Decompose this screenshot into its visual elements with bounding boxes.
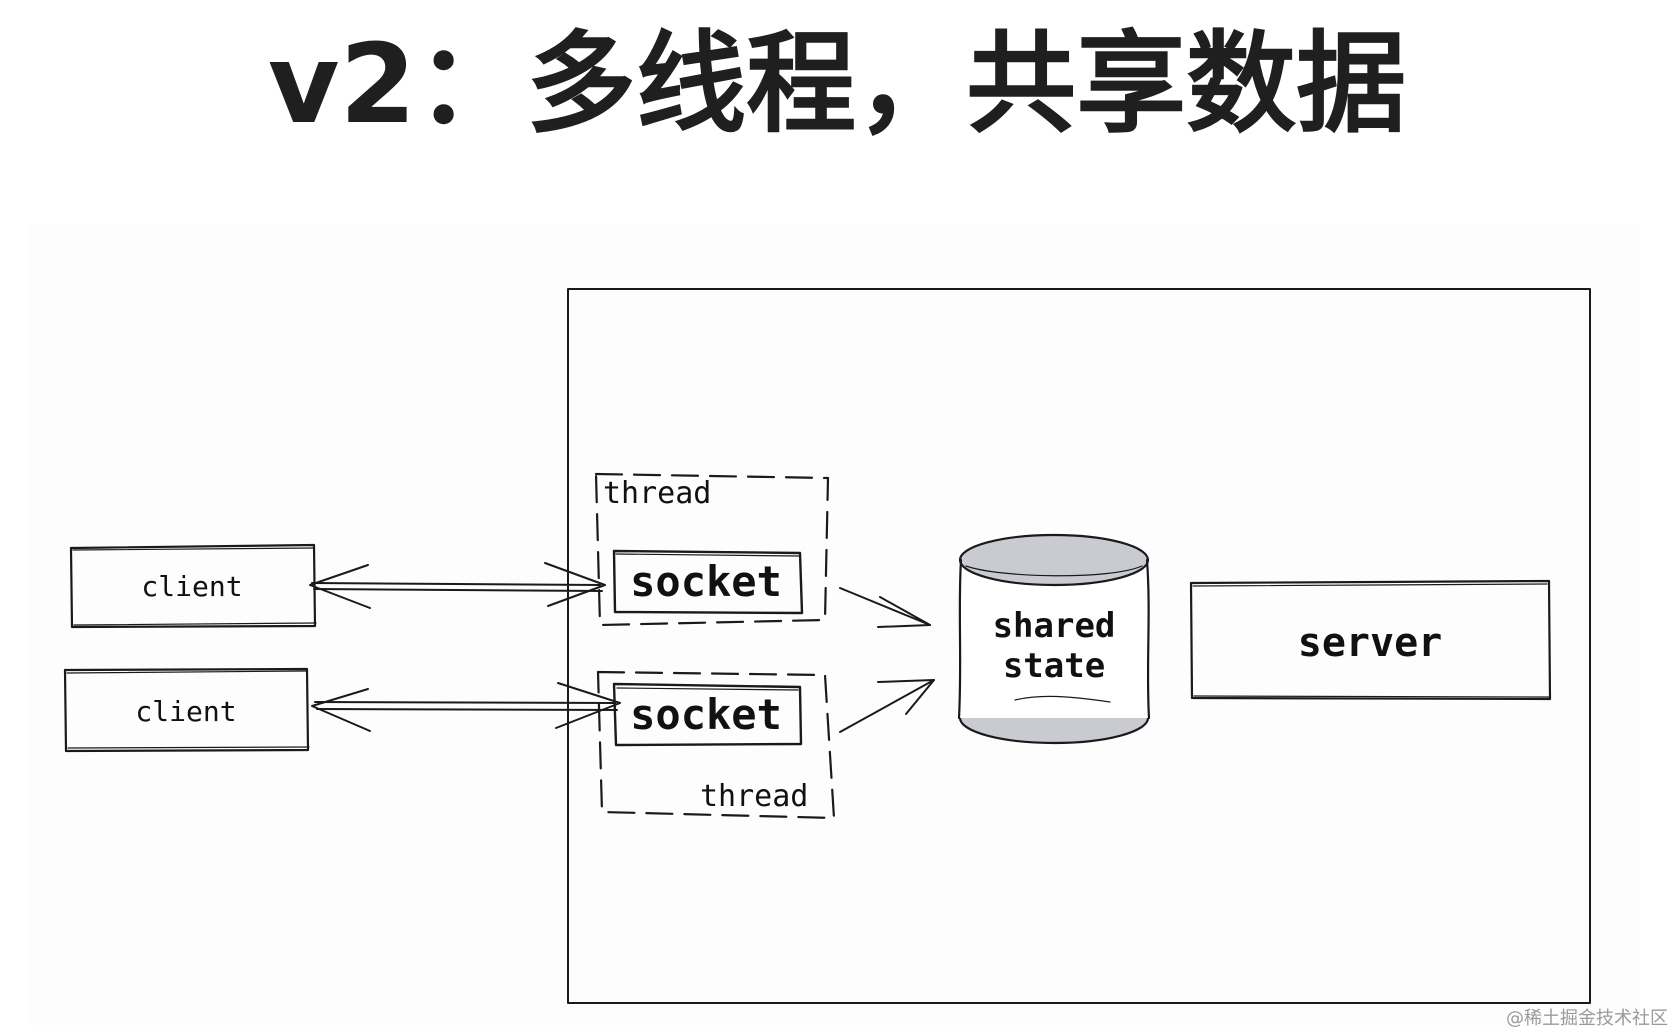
- arrow-client-socket-bottom: [311, 682, 621, 732]
- arrow-socket-bottom-to-shared-state: [839, 679, 935, 733]
- shared-state-label-line2: state: [1003, 646, 1105, 686]
- arrow-client-socket-top: [309, 562, 606, 609]
- server-boundary-box: [567, 288, 1591, 1004]
- server-node: server: [1189, 579, 1552, 701]
- client-node-bottom: client: [63, 667, 310, 753]
- thread-box-bottom: thread: [596, 670, 836, 820]
- socket-label-top: socket: [630, 557, 782, 606]
- thread-box-top: thread: [594, 472, 830, 627]
- thread-label-bottom: thread: [700, 779, 808, 814]
- socket-label-bottom: socket: [630, 690, 782, 739]
- arrow-socket-top-to-shared-state: [839, 587, 931, 628]
- watermark: @稀土掘金技术社区: [1506, 1008, 1668, 1029]
- server-label: server: [1298, 620, 1443, 666]
- shared-state-label-line1: shared: [993, 606, 1116, 646]
- client-node-top: client: [69, 543, 317, 629]
- shared-state-cylinder: shared state: [957, 533, 1151, 745]
- thread-label-top: thread: [603, 476, 711, 511]
- client-label-top: client: [141, 570, 242, 603]
- client-label-bottom: client: [135, 695, 236, 728]
- socket-node-bottom: socket: [612, 682, 803, 747]
- socket-node-top: socket: [612, 549, 804, 615]
- slide-title: v2：多线程，共享数据: [268, 20, 1406, 148]
